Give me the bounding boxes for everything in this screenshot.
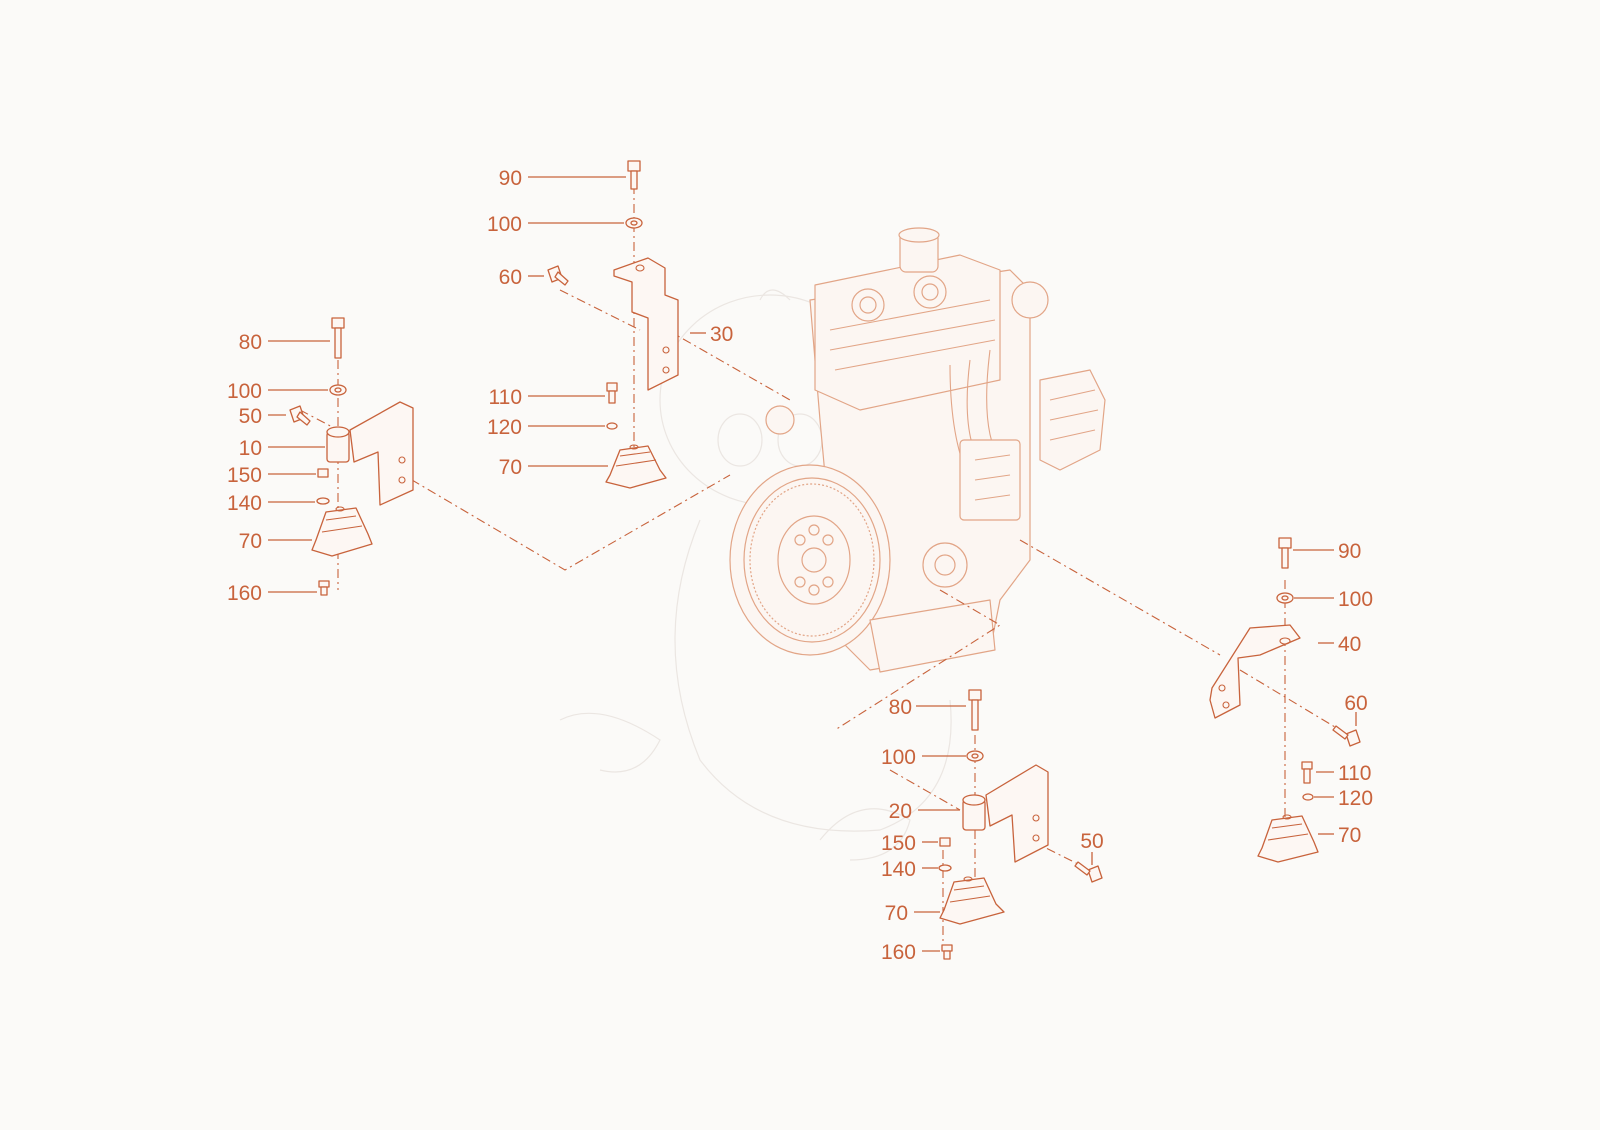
callout-10: 10 <box>239 437 262 460</box>
washer-icon <box>316 497 330 505</box>
bolt-icon <box>968 689 982 731</box>
bolt-icon <box>627 160 641 190</box>
bolt-icon <box>318 580 330 596</box>
callout-50: 50 <box>1080 830 1103 853</box>
callout-60: 60 <box>499 266 522 289</box>
washer-icon <box>625 217 643 229</box>
bolt-icon <box>941 944 953 960</box>
callout-100: 100 <box>1338 588 1373 611</box>
nut-icon <box>939 837 951 847</box>
callout-140: 140 <box>881 858 916 881</box>
callout-100: 100 <box>881 746 916 769</box>
callout-70: 70 <box>1338 824 1361 847</box>
nut-icon <box>317 468 329 478</box>
callout-40: 40 <box>1338 633 1361 656</box>
callout-labels: 90 100 60 30 110 120 70 80 100 50 10 150… <box>227 167 1373 964</box>
bolt-icon <box>289 405 311 426</box>
bolt-icon <box>606 382 618 404</box>
washer-icon <box>606 422 618 430</box>
bolt-icon <box>1332 725 1361 747</box>
callout-140: 140 <box>227 492 262 515</box>
bolt-icon <box>1074 861 1103 883</box>
callout-120: 120 <box>1338 787 1373 810</box>
callout-50: 50 <box>239 405 262 428</box>
rubber-mount-icon <box>311 506 373 557</box>
callout-110: 110 <box>489 386 522 409</box>
washer-icon <box>1276 592 1294 604</box>
mount-group-bottom <box>938 689 1103 960</box>
callout-20: 20 <box>889 800 912 823</box>
callout-90: 90 <box>499 167 522 190</box>
callout-120: 120 <box>487 416 522 439</box>
callout-100: 100 <box>227 380 262 403</box>
rubber-mount-icon <box>1257 814 1319 863</box>
callout-160: 160 <box>227 582 262 605</box>
bolt-icon <box>1278 537 1292 569</box>
washer-icon <box>329 384 347 396</box>
washer-icon <box>1302 793 1314 801</box>
callout-60: 60 <box>1344 692 1367 715</box>
mount-bracket-icon <box>962 764 1049 863</box>
leader-lines <box>268 176 1357 952</box>
callout-70: 70 <box>239 530 262 553</box>
washer-icon <box>966 750 984 762</box>
callout-160: 160 <box>881 941 916 964</box>
callout-70: 70 <box>885 902 908 925</box>
callout-70: 70 <box>499 456 522 479</box>
engine-assembly <box>729 227 1106 673</box>
callout-80: 80 <box>889 696 912 719</box>
rubber-mount-icon <box>605 444 667 489</box>
callout-150: 150 <box>881 832 916 855</box>
bolt-icon <box>547 265 569 286</box>
callout-150: 150 <box>227 464 262 487</box>
washer-icon <box>938 864 952 872</box>
mount-bracket-icon <box>613 257 679 391</box>
callout-80: 80 <box>239 331 262 354</box>
mount-group-right <box>1209 537 1361 863</box>
callout-100: 100 <box>487 213 522 236</box>
callout-110: 110 <box>1338 762 1371 785</box>
bolt-icon <box>331 317 345 359</box>
mount-group-top <box>547 160 679 489</box>
mount-bracket-icon <box>326 401 414 506</box>
mount-group-left <box>289 317 414 596</box>
callout-90: 90 <box>1338 540 1361 563</box>
rubber-mount-icon <box>939 876 1005 925</box>
mount-bracket-icon <box>1209 624 1301 719</box>
callout-30: 30 <box>710 323 733 346</box>
bolt-icon <box>1301 761 1313 784</box>
